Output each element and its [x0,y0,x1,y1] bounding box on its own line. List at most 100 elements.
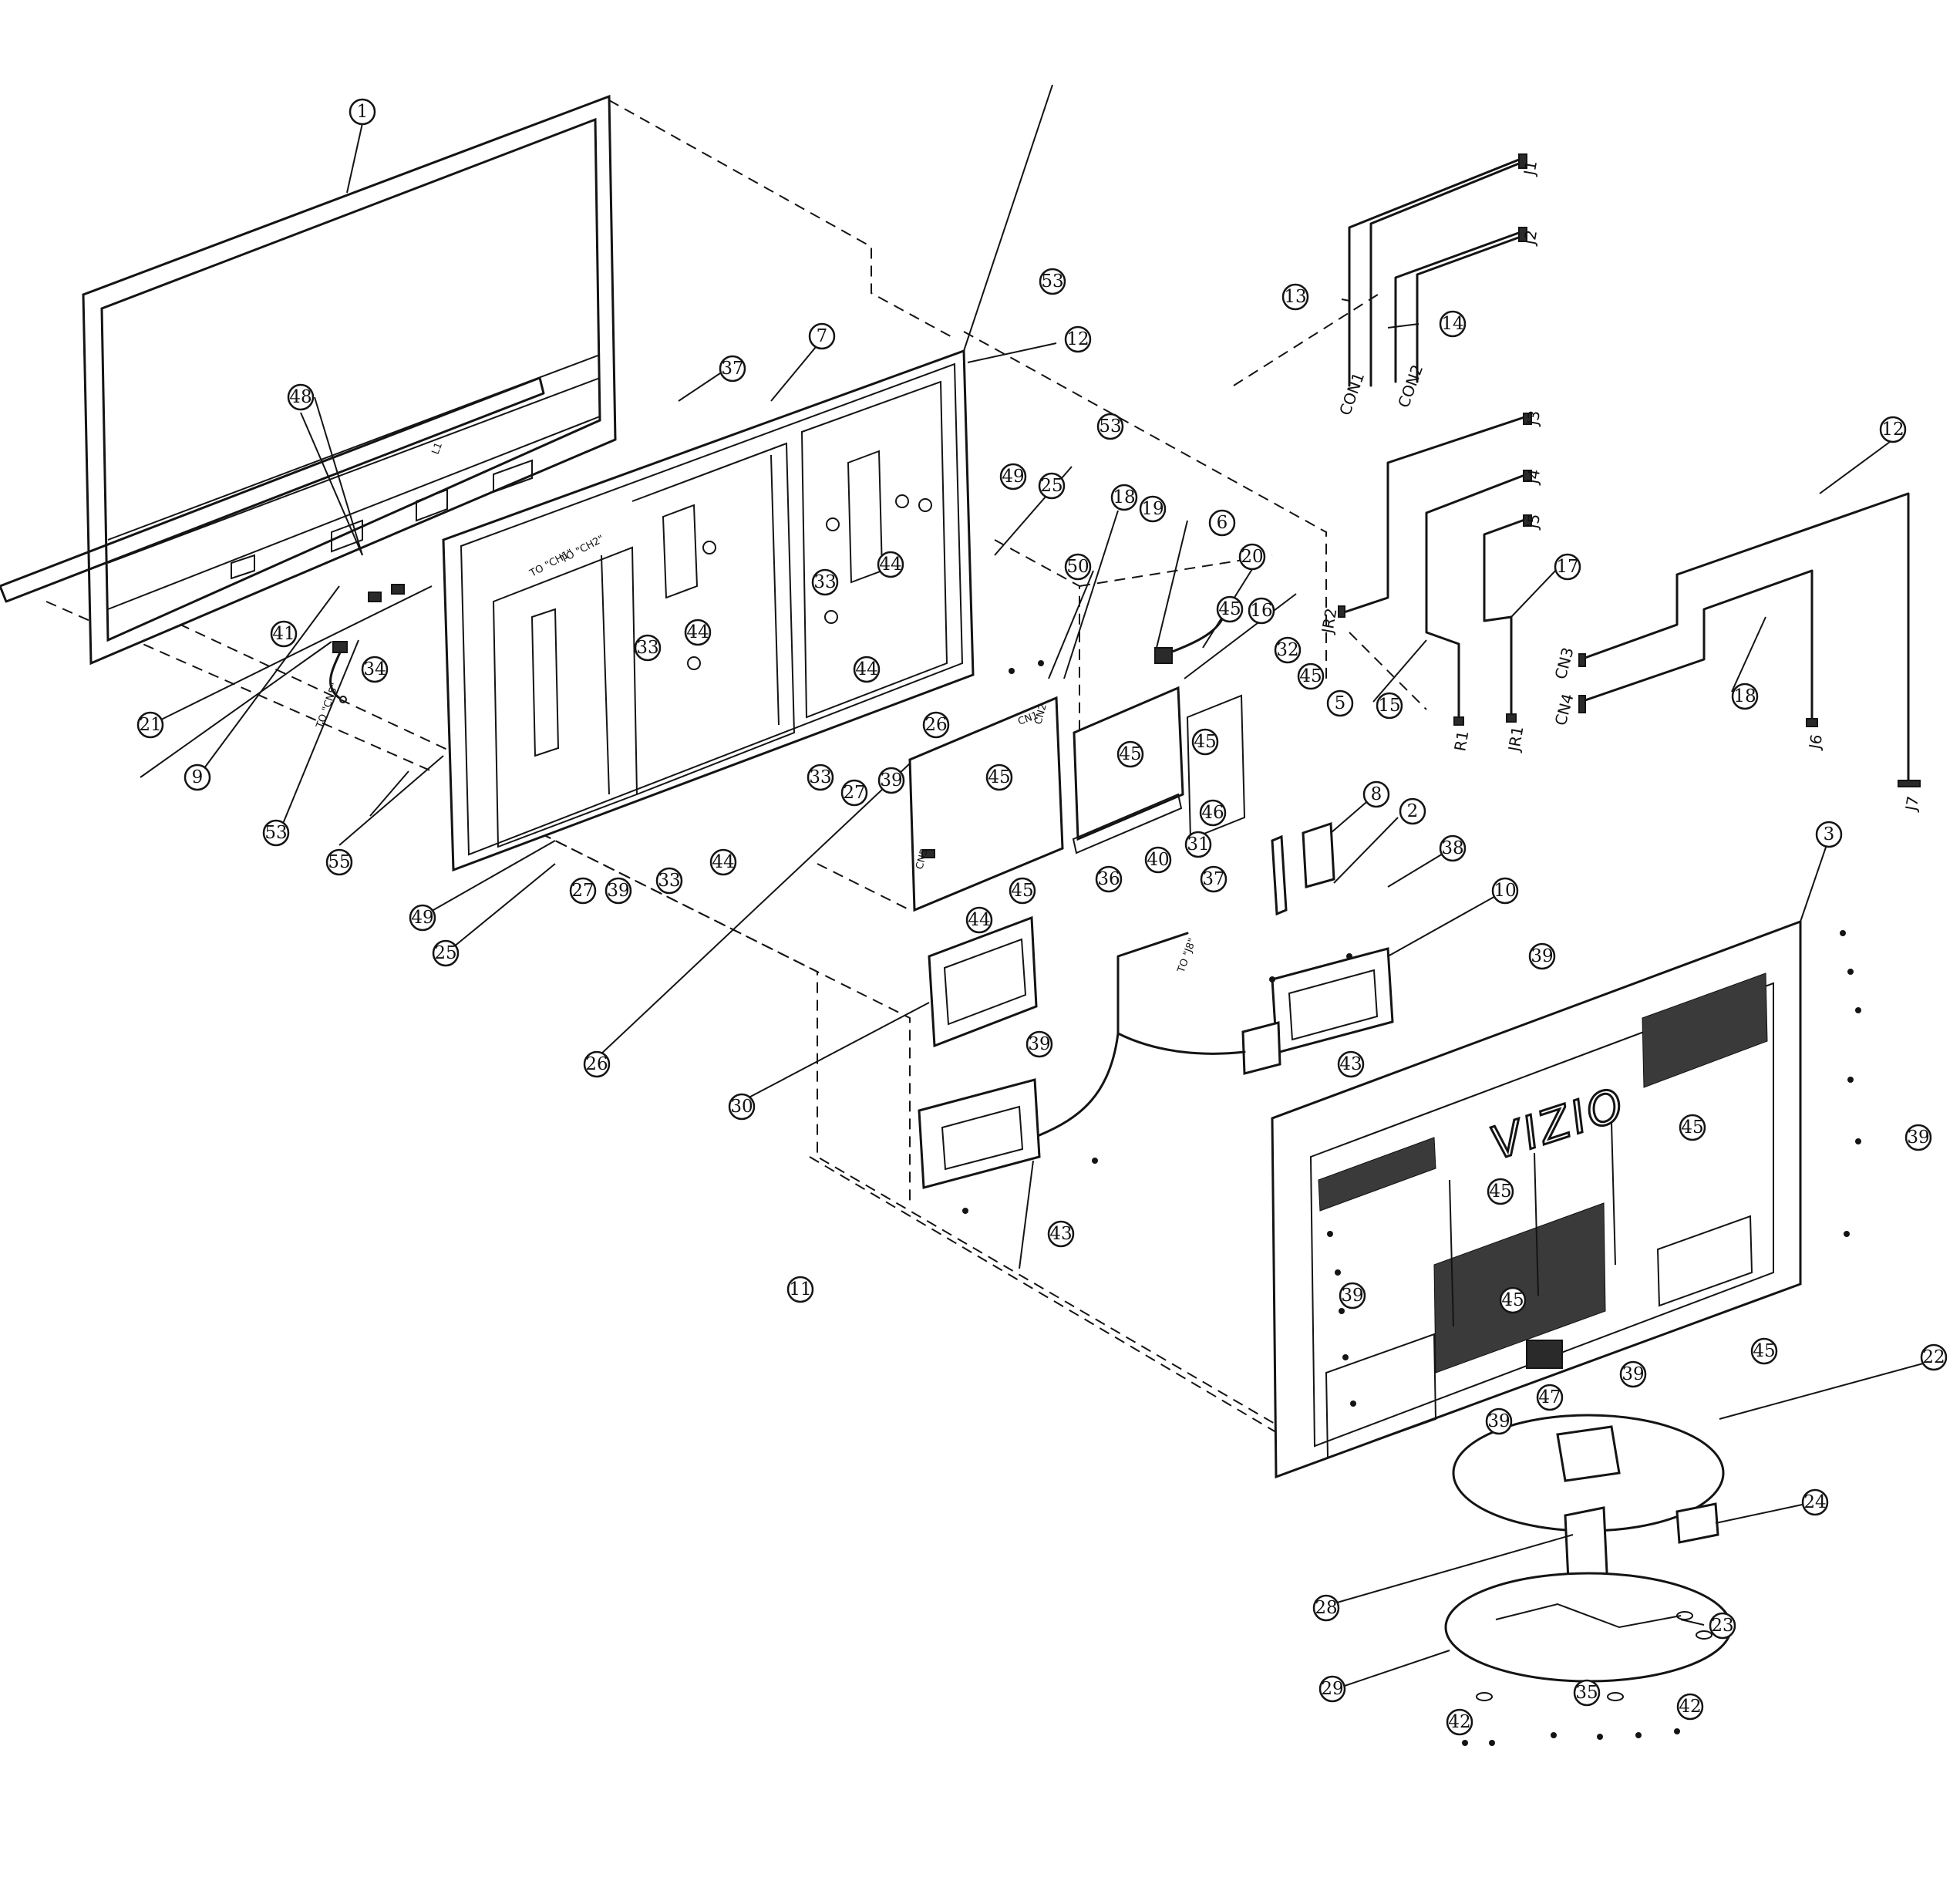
callout-11: 11 [786,1276,814,1303]
svg-text:33: 33 [813,572,836,592]
callout-55: 55 [325,848,353,876]
svg-text:12: 12 [1066,329,1089,349]
svg-text:33: 33 [636,638,658,658]
callout-47-h: 45 [1487,1178,1514,1205]
svg-text:32: 32 [1276,640,1298,660]
callout-41-g: 39 [1619,1360,1647,1388]
svg-text:39: 39 [1487,1411,1510,1431]
callout-45-a: 43 [1337,1050,1365,1078]
callout-46-b: 44 [684,619,712,646]
svg-text:33: 33 [809,767,831,787]
callout-27-low: 25 [432,939,460,967]
svg-text:50: 50 [1066,557,1089,577]
svg-text:45: 45 [1299,666,1322,686]
callout-14: 13 [1281,283,1309,311]
label-j2: J2 [1520,228,1541,247]
svg-text:34: 34 [363,659,386,679]
svg-text:29: 29 [1321,1679,1343,1699]
callout-30: 28 [1312,1594,1340,1622]
svg-text:45: 45 [1119,744,1141,764]
label-j7: J7 [1901,794,1922,813]
callout-19: 16 [1248,597,1275,625]
main-board [908,696,1064,912]
label-r1: R1 [1450,729,1472,752]
svg-text:43: 43 [1339,1054,1362,1074]
label-cn5: CN5 [914,848,930,871]
callout-51-low: 49 [409,904,436,932]
callout-35-d: 33 [655,867,683,895]
callout-41-e: 39 [1904,1124,1932,1151]
callout-21: 19 [1139,495,1167,523]
power-supply-board [928,915,1038,1048]
callout-5: 5 [1326,689,1354,717]
callout-35-a: 33 [811,568,839,596]
svg-text:44: 44 [712,852,734,872]
svg-text:20: 20 [1241,547,1263,567]
svg-text:25: 25 [1040,476,1063,496]
callout-53-mid: 53 [1096,413,1124,440]
callout-23: 21 [136,711,164,739]
label-j4: J4 [1523,467,1544,486]
svg-text:27: 27 [843,783,865,803]
svg-text:42: 42 [1679,1697,1701,1717]
svg-text:14: 14 [1441,314,1463,334]
svg-text:18: 18 [1113,487,1135,507]
callout-38: 36 [1095,865,1123,893]
svg-text:25: 25 [434,943,456,963]
callout-16: 15 [1376,692,1403,720]
svg-text:45: 45 [1501,1290,1524,1310]
callout-48: 46 [1199,799,1227,827]
svg-text:26: 26 [585,1054,608,1074]
svg-text:31: 31 [1187,834,1209,854]
svg-text:7: 7 [817,326,828,346]
svg-text:39: 39 [1907,1128,1929,1148]
callout-41-b: 39 [605,877,632,905]
callout-45-b: 43 [1047,1220,1075,1248]
callout-47-j: 45 [1750,1337,1778,1365]
svg-text:37: 37 [721,359,743,379]
callout-41-f: 39 [1339,1282,1366,1310]
svg-text:45: 45 [1218,599,1241,619]
callout-15: 14 [1439,310,1467,338]
svg-text:35: 35 [1575,1683,1598,1703]
svg-text:48: 48 [289,387,312,407]
svg-text:43: 43 [1049,1224,1072,1244]
callout-49: 47 [1536,1384,1564,1411]
callout-39-top: 37 [719,355,746,383]
svg-text:24: 24 [1803,1492,1826,1512]
svg-text:2: 2 [1407,801,1419,821]
svg-text:44: 44 [855,659,877,679]
svg-text:45: 45 [1753,1341,1775,1361]
label-con2: CON2 [1394,362,1426,410]
svg-text:39: 39 [1028,1034,1050,1054]
svg-text:26: 26 [924,715,947,735]
callout-37: 35 [1573,1679,1601,1707]
svg-text:45: 45 [1681,1117,1703,1138]
callout-32: 30 [728,1093,756,1121]
svg-text:39: 39 [1531,946,1553,966]
label-j5: J5 [1523,512,1544,531]
callout-44-a: 42 [1676,1693,1704,1721]
svg-text:27: 27 [571,881,594,901]
callout-leaders [140,84,1932,1690]
svg-text:39: 39 [607,881,629,901]
svg-text:17: 17 [1556,557,1578,577]
callout-36: 34 [361,656,389,683]
svg-text:46: 46 [1201,803,1224,823]
callout-47-i: 45 [1499,1286,1527,1314]
callout-47-e: 45 [985,763,1013,791]
svg-text:6: 6 [1217,513,1228,533]
svg-text:45: 45 [988,767,1010,787]
callout-29-b: 27 [569,877,597,905]
svg-text:15: 15 [1378,696,1400,716]
callout-12: 12 [1064,325,1092,353]
svg-text:47: 47 [1538,1387,1561,1407]
callout-22: 20 [1238,543,1266,571]
callout-39-mid: 37 [1200,865,1228,893]
svg-text:30: 30 [730,1097,753,1117]
left-speaker [918,1032,1120,1189]
svg-text:5: 5 [1335,693,1346,713]
callout-47-g: 45 [1679,1114,1706,1141]
callout-17: 17 [1554,553,1581,581]
